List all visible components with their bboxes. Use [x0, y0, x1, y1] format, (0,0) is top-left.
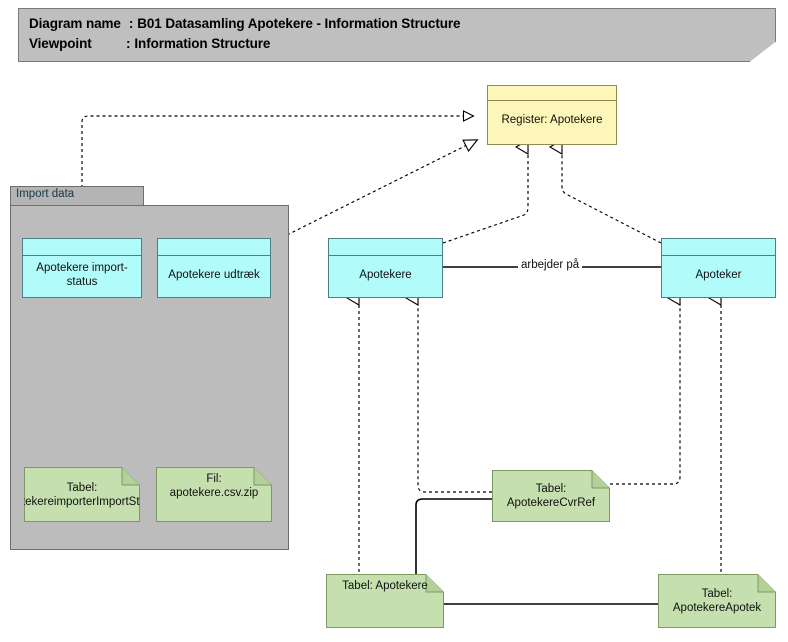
node-fil-apotekere-csv-zip[interactable]: Fil: apotekere.csv.zip — [156, 467, 272, 522]
edge-apoteker-to-register — [562, 147, 662, 244]
node-apotekere[interactable]: Apotekere — [328, 238, 443, 298]
node-register-apotekere[interactable]: Register: Apotekere — [487, 85, 617, 145]
diagram-name-key: Diagram name — [29, 16, 121, 31]
diagram-name-line: Diagram name:B01 Datasamling Apotekere -… — [29, 16, 461, 31]
node-label: Apoteker — [695, 269, 742, 281]
node-label: Tabel: ApotekereApotek — [672, 588, 762, 614]
node-header-bar — [488, 86, 616, 101]
node-header-bar — [329, 239, 442, 256]
node-label: Apotekere import-status — [36, 262, 128, 288]
node-label: Tabel: apotekereimporterImportStatus — [2, 481, 162, 508]
viewpoint-value: Information Structure — [134, 36, 271, 51]
node-apotekere-udtraek[interactable]: Apotekere udtræk — [157, 238, 271, 298]
node-label: Apotekere udtræk — [168, 269, 260, 281]
edge-tabelapotekere-to-cvrref — [415, 498, 492, 578]
node-header-bar — [158, 239, 270, 256]
node-header-bar — [662, 239, 775, 256]
node-apoteker[interactable]: Apoteker — [661, 238, 776, 298]
node-header-bar — [23, 239, 141, 256]
viewpoint-line: Viewpoint:Information Structure — [29, 36, 270, 51]
edge-cvrref-to-apotekere — [418, 298, 492, 493]
edge-label-arbejder-paa: arbejder på — [518, 259, 583, 271]
node-tabel-apotekereimporter-importstatus[interactable]: Tabel: apotekereimporterImportStatus — [24, 467, 140, 522]
node-label: Tabel: Apotekere — [342, 580, 428, 592]
group-label: Import data — [16, 188, 75, 200]
viewpoint-key: Viewpoint — [29, 36, 92, 51]
node-apotekere-import-status[interactable]: Apotekere import-status — [22, 238, 142, 298]
edge-cvrref-to-apoteker — [610, 298, 681, 485]
edge-udtraek-to-register — [270, 139, 479, 244]
diagram-title-block: Diagram name:B01 Datasamling Apotekere -… — [18, 8, 776, 62]
node-label: Fil: apotekere.csv.zip — [169, 473, 259, 499]
node-label: Tabel: ApotekereCvrRef — [506, 483, 596, 509]
diagram-name-value: B01 Datasamling Apotekere - Information … — [137, 16, 461, 31]
node-tabel-apotekere[interactable]: Tabel: Apotekere — [326, 574, 444, 628]
node-tabel-apotekerecvrref[interactable]: Tabel: ApotekereCvrRef — [492, 470, 610, 522]
node-label: Apotekere — [359, 269, 412, 281]
viewpoint-separator: : — [126, 36, 131, 51]
diagram-name-separator: : — [128, 16, 134, 31]
node-label: Register: Apotekere — [501, 114, 603, 126]
node-tabel-apotekereapotek[interactable]: Tabel: ApotekereApotek — [658, 574, 776, 628]
edge-apotekere-to-register — [442, 147, 529, 244]
group-tab — [10, 186, 144, 206]
